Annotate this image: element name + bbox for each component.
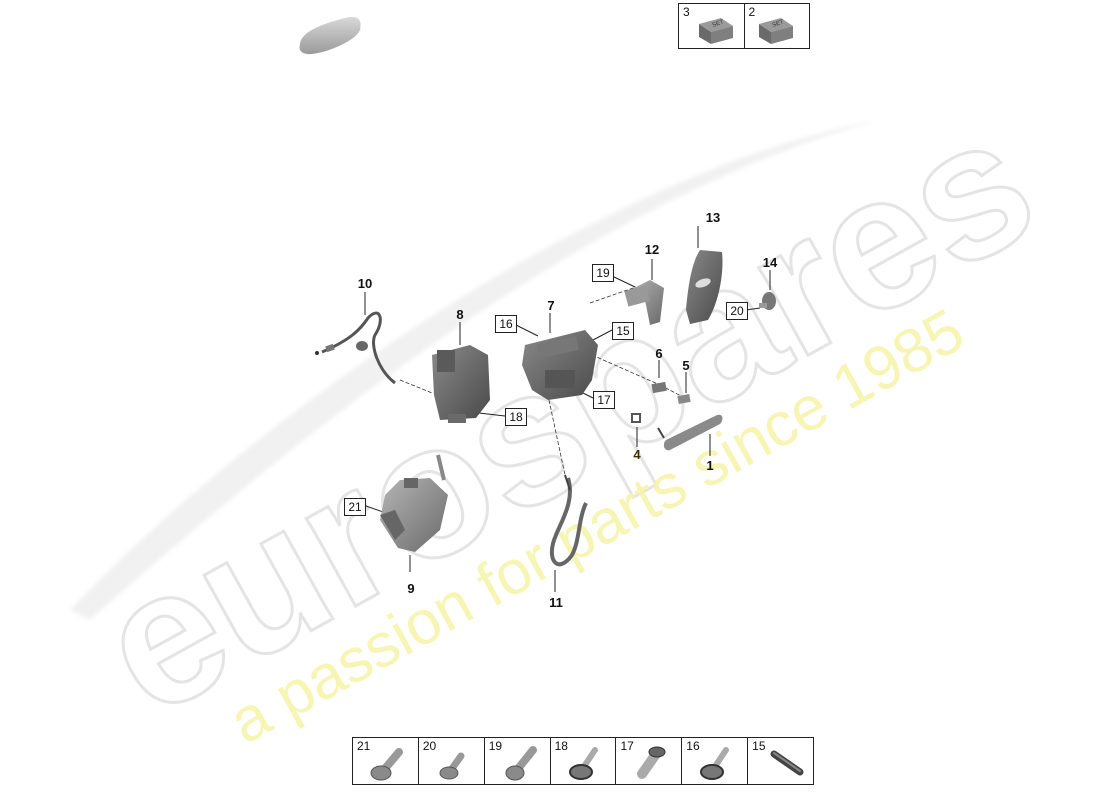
part-6-clip[interactable] [651,381,667,394]
flange-bolt-icon [568,747,598,780]
part-12-bracket[interactable] [624,280,664,325]
fastener-number: 16 [686,739,700,753]
seal-strip-icon [770,750,804,776]
torx-bolt-icon [505,746,537,781]
fastener-number: 18 [554,739,568,753]
callout-1[interactable]: 1 [706,458,714,473]
set-box-icon: SET [699,18,733,44]
part-9-latch-housing[interactable] [380,454,448,552]
callout-19[interactable]: 19 [592,264,614,282]
leader-lines [364,226,771,592]
part-4-gasket[interactable] [631,413,641,423]
callout-14[interactable]: 14 [762,255,778,270]
part-13-handle-cover[interactable] [686,250,723,324]
set-kit-number: 2 [748,5,756,19]
callout-11[interactable]: 11 [549,595,563,610]
callout-17[interactable]: 17 [593,391,615,409]
part-5-clip[interactable] [677,394,691,404]
fastener-cell[interactable]: 15 [748,738,813,784]
callout-20[interactable]: 20 [726,302,748,320]
callout-21[interactable]: 21 [344,498,366,516]
callout-18[interactable]: 18 [505,408,527,426]
callout-4[interactable]: 4 [633,447,641,462]
svg-text:SET: SET [771,19,784,29]
callout-5[interactable]: 5 [682,358,690,373]
part-1-exterior-handle[interactable] [657,414,723,451]
part-11-cable[interactable] [549,474,588,567]
callout-6[interactable]: 6 [655,346,663,361]
callout-7[interactable]: 7 [547,298,555,313]
callout-15[interactable]: 15 [612,322,634,340]
set-kit-cell[interactable]: 2 SET [745,4,810,48]
callout-10[interactable]: 10 [357,276,373,291]
fastener-cell[interactable]: 21 [353,738,419,784]
fastener-number: 17 [620,739,634,753]
fastener-cell[interactable]: 18 [551,738,617,784]
callout-12[interactable]: 12 [644,242,660,257]
set-box-icon: SET [758,18,793,44]
callout-9[interactable]: 9 [407,581,415,596]
callout-13[interactable]: 13 [705,210,721,225]
fastener-table: 21 20 19 18 17 16 [352,737,814,785]
fastener-number: 21 [357,739,371,753]
fastener-cell[interactable]: 17 [616,738,683,784]
part-8-lock-actuator[interactable] [432,345,490,423]
fastener-number: 15 [752,739,766,753]
part-7-door-lock[interactable] [522,330,598,400]
set-kit-cell[interactable]: 3 SET [679,4,745,48]
callout-16[interactable]: 16 [495,315,517,333]
fastener-cell[interactable]: 20 [419,738,485,784]
fastener-number: 20 [422,739,437,753]
fastener-cell[interactable]: 19 [485,738,551,784]
short-bolt-icon [439,752,465,780]
callout-8[interactable]: 8 [456,307,464,322]
set-kit-number: 3 [683,5,690,19]
rivet-nut-icon [637,746,666,779]
flange-bolt-icon [700,747,730,780]
part-14-lock-cylinder[interactable] [759,292,776,310]
svg-text:SET: SET [712,19,725,29]
torx-bolt-icon [370,748,403,781]
part-10-cable[interactable] [315,311,396,385]
set-kit-table: 3 SET 2 SET [678,3,810,49]
fastener-cell[interactable]: 16 [682,738,749,784]
fastener-number: 19 [488,739,503,753]
